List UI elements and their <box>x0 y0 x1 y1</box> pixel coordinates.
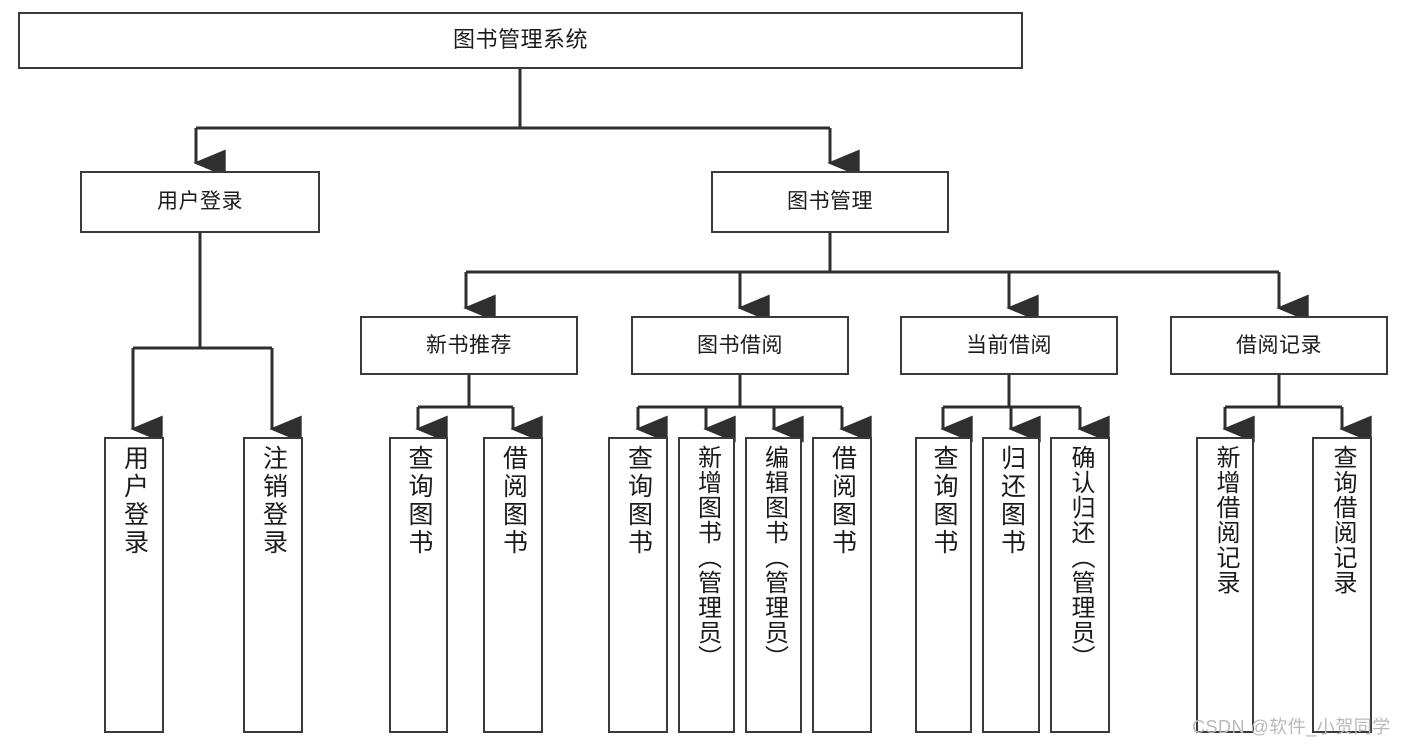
node-book-manage-label: 图书管理 <box>787 190 873 214</box>
node-current-borrow[interactable]: 当前借阅 <box>900 316 1118 375</box>
node-leaf-query-book-2[interactable]: 查询图书 <box>608 437 668 733</box>
node-leaf-user-login[interactable]: 用户登录 <box>104 437 164 733</box>
node-leaf-add-record-label: 新增借阅记录 <box>1212 445 1239 595</box>
node-leaf-return-book-label: 归还图书 <box>997 445 1026 557</box>
node-leaf-query-record[interactable]: 查询借阅记录 <box>1312 437 1372 733</box>
node-leaf-return-book[interactable]: 归还图书 <box>982 437 1040 733</box>
node-leaf-query-book-1-label: 查询图书 <box>405 445 433 557</box>
node-borrow-record-label: 借阅记录 <box>1236 333 1322 357</box>
node-book-borrow-label: 图书借阅 <box>697 333 783 357</box>
node-leaf-logout[interactable]: 注销登录 <box>243 437 303 733</box>
node-leaf-borrow-book-2[interactable]: 借阅图书 <box>812 437 872 733</box>
node-leaf-query-book-3[interactable]: 查询图书 <box>915 437 972 733</box>
node-leaf-confirm-return[interactable]: 确认归还（管理员） <box>1050 437 1110 733</box>
node-leaf-borrow-book-1[interactable]: 借阅图书 <box>483 437 543 733</box>
node-root[interactable]: 图书管理系统 <box>18 12 1023 69</box>
node-book-borrow[interactable]: 图书借阅 <box>631 316 849 375</box>
node-user-login[interactable]: 用户登录 <box>80 171 320 233</box>
node-leaf-query-book-2-label: 查询图书 <box>624 445 653 557</box>
node-leaf-logout-label: 注销登录 <box>259 445 288 557</box>
node-leaf-confirm-return-label: 确认归还（管理员） <box>1067 445 1094 670</box>
node-leaf-query-record-label: 查询借阅记录 <box>1329 445 1356 595</box>
node-leaf-query-book-3-label: 查询图书 <box>930 445 958 557</box>
node-leaf-edit-book[interactable]: 编辑图书（管理员） <box>745 437 802 733</box>
node-leaf-borrow-book-2-label: 借阅图书 <box>828 445 857 557</box>
node-book-manage[interactable]: 图书管理 <box>711 171 949 233</box>
node-leaf-add-book-label: 新增图书（管理员） <box>693 445 721 670</box>
node-leaf-add-book[interactable]: 新增图书（管理员） <box>678 437 735 733</box>
node-current-borrow-label: 当前借阅 <box>966 333 1052 357</box>
node-leaf-borrow-book-1-label: 借阅图书 <box>499 445 528 557</box>
node-borrow-record[interactable]: 借阅记录 <box>1170 316 1388 375</box>
watermark: CSDN @软件_小贺同学 <box>1192 717 1391 737</box>
node-root-label: 图书管理系统 <box>452 27 588 53</box>
node-user-login-label: 用户登录 <box>157 190 243 214</box>
node-leaf-edit-book-label: 编辑图书（管理员） <box>760 445 788 670</box>
node-leaf-user-login-label: 用户登录 <box>120 445 149 557</box>
node-new-book-rec[interactable]: 新书推荐 <box>360 316 578 375</box>
node-leaf-query-book-1[interactable]: 查询图书 <box>389 437 448 733</box>
node-leaf-add-record[interactable]: 新增借阅记录 <box>1196 437 1254 733</box>
node-new-book-rec-label: 新书推荐 <box>426 333 512 357</box>
